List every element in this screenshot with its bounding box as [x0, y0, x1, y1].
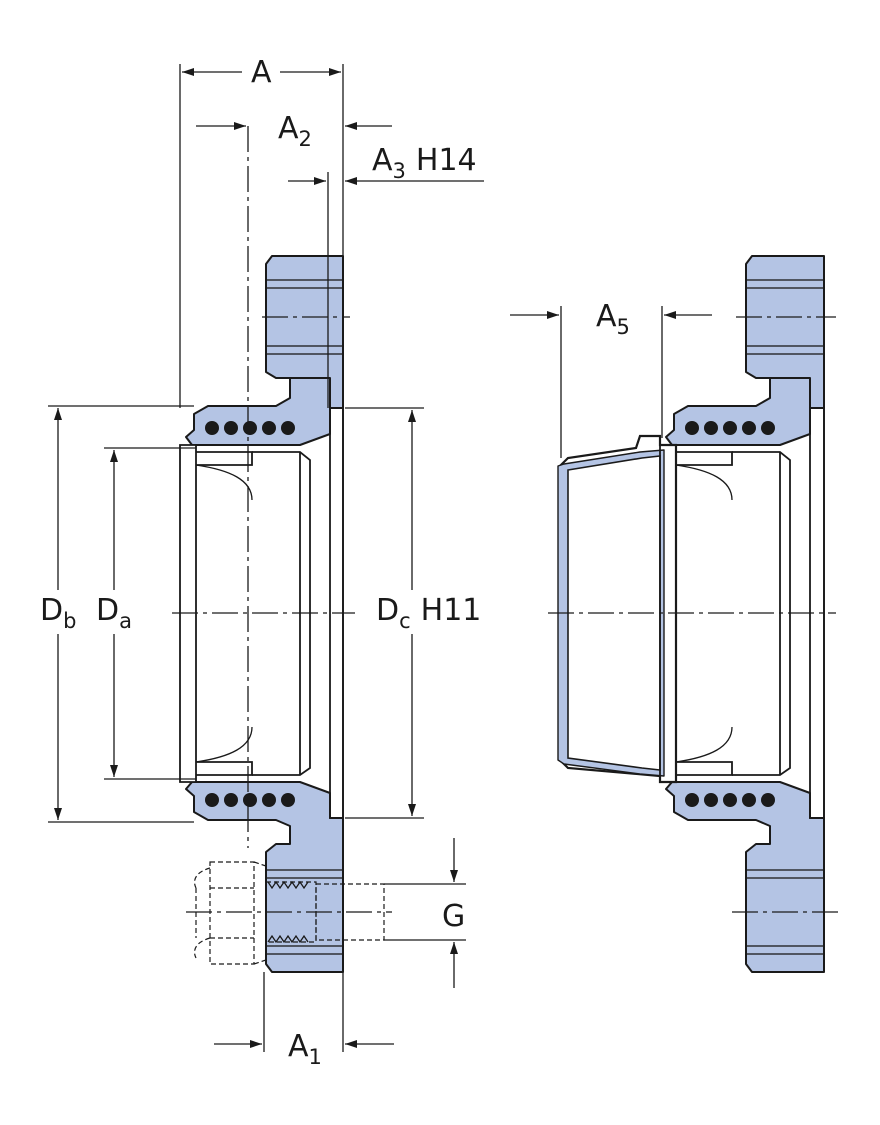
- dim-label-A2: A2: [278, 111, 312, 151]
- dim-label-Db: Db: [40, 593, 76, 633]
- dim-label-G: G: [442, 899, 465, 934]
- right-housing-section: [557, 255, 825, 973]
- left-upper-balls: [205, 421, 295, 435]
- dim-label-A1: A1: [288, 1029, 322, 1069]
- right-lower-balls: [685, 793, 775, 807]
- dim-label-A: A: [251, 55, 272, 90]
- left-upper-flange: [185, 255, 344, 446]
- right-upper-flange: [665, 255, 825, 446]
- right-lower-flange: [665, 781, 825, 973]
- left-housing-section: [179, 255, 344, 973]
- dim-label-A5: A5: [596, 299, 630, 339]
- dim-label-Da: Da: [96, 593, 132, 633]
- left-lower-balls: [205, 793, 295, 807]
- right-upper-balls: [685, 421, 775, 435]
